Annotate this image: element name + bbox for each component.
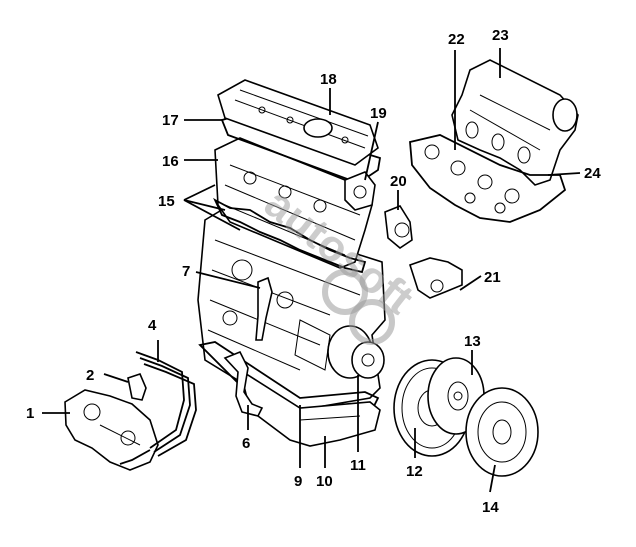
callout-1: 1 xyxy=(26,405,34,422)
head-gasket xyxy=(213,197,367,274)
injector-fuel-lines xyxy=(119,351,197,465)
callout-15: 15 xyxy=(158,193,175,210)
callout-labels: 1 2 4 17 16 15 18 19 20 7 6 9 10 11 12 1… xyxy=(26,27,601,516)
pressure-plate xyxy=(465,387,539,477)
fuel-injector xyxy=(255,276,273,341)
callout-11: 11 xyxy=(350,457,366,474)
callout-13: 13 xyxy=(464,333,481,350)
callout-9: 9 xyxy=(294,473,302,490)
callout-2: 2 xyxy=(86,367,94,384)
water-outlet xyxy=(384,205,413,249)
intake-manifold xyxy=(451,59,579,186)
oil-dipstick-tube xyxy=(223,350,264,417)
callout-12: 12 xyxy=(406,463,423,480)
callout-10: 10 xyxy=(316,473,333,490)
callout-14: 14 xyxy=(482,499,499,516)
callout-20: 20 xyxy=(390,173,407,190)
injection-pump xyxy=(64,389,159,471)
callout-7: 7 xyxy=(182,263,190,280)
callout-23: 23 xyxy=(492,27,509,44)
manifold-gaskets xyxy=(409,134,567,223)
leader-lines xyxy=(42,48,581,493)
fuel-fitting xyxy=(127,373,147,401)
thermostat-housing xyxy=(344,171,376,211)
callout-16: 16 xyxy=(162,153,179,170)
callout-17: 17 xyxy=(162,112,179,129)
callout-19: 19 xyxy=(370,105,387,122)
callout-22: 22 xyxy=(448,31,465,48)
callout-24: 24 xyxy=(584,165,601,182)
water-pump-part xyxy=(409,257,463,299)
callout-4: 4 xyxy=(148,317,157,334)
callout-21: 21 xyxy=(484,269,501,286)
callout-18: 18 xyxy=(320,71,337,88)
valve-cover xyxy=(217,79,379,166)
callout-6: 6 xyxy=(242,435,250,452)
